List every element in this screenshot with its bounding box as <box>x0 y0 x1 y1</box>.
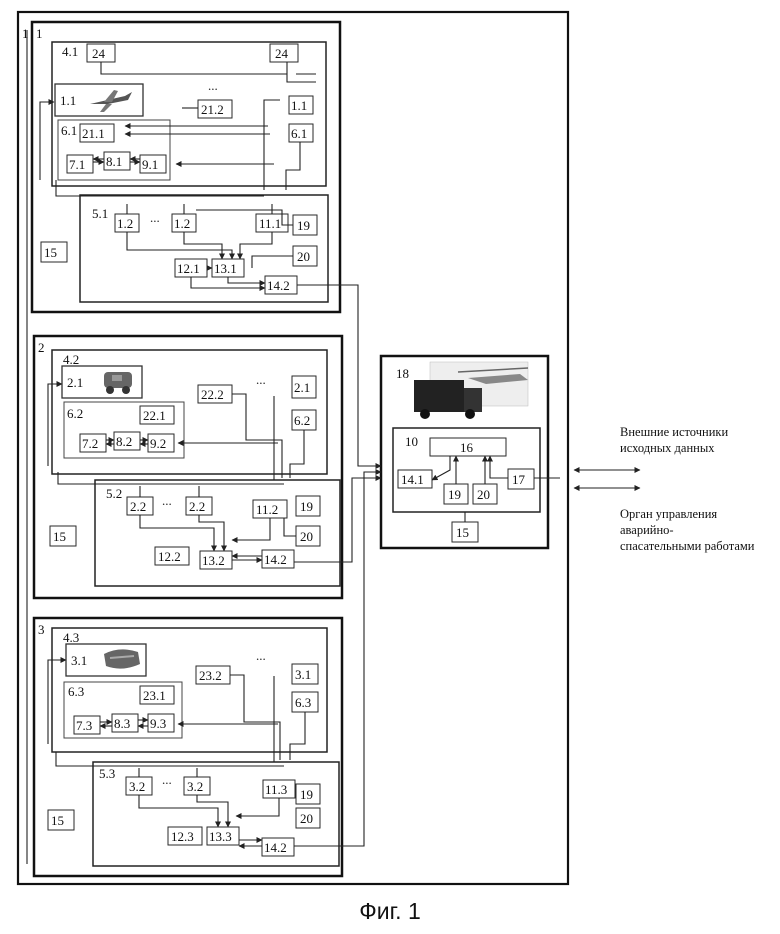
node-23-1-label: 23.1 <box>143 688 166 703</box>
external-sources-line1: Внешние источники <box>620 425 728 439</box>
node-21-2-label: 21.2 <box>201 102 224 117</box>
node-20-p1-label: 20 <box>297 249 310 264</box>
node-11-3-label: 11.3 <box>265 782 287 797</box>
node-7-2-label: 7.2 <box>82 436 98 451</box>
node-1-1-out-label: 1.1 <box>291 98 307 113</box>
node-12-3-label: 12.3 <box>171 829 194 844</box>
unit-4-2-label: 4.2 <box>63 352 79 367</box>
node-8-3-label: 8.3 <box>114 716 130 731</box>
node-1-2-mid-label: 1.2 <box>174 216 190 231</box>
node-24-left-label: 24 <box>92 46 106 61</box>
ellipsis-4: ... <box>162 493 172 508</box>
node-22-2-label: 22.2 <box>201 387 224 402</box>
group-6-3-label: 6.3 <box>68 684 84 699</box>
node-19-p3-label: 19 <box>300 787 313 802</box>
subsystem-1: 1 4.1 24 24 1.1 ... 21.2 1.1 6.1 6.1 21.… <box>32 22 340 312</box>
authority-line2: аварийно- <box>620 523 674 537</box>
node-19-ctrl-label: 19 <box>448 487 461 502</box>
unit-10-label: 10 <box>405 434 418 449</box>
control-head-label: 18 <box>396 366 409 381</box>
unit-5-1-label: 5.1 <box>92 206 108 221</box>
node-15-ctrl-label: 15 <box>456 525 469 540</box>
unit-4-1-label: 4.1 <box>62 44 78 59</box>
node-14-1-label: 14.1 <box>401 472 424 487</box>
node-20-ctrl-label: 20 <box>477 487 490 502</box>
subsystem-2: 2 4.2 2.1 ... 22.2 2.1 6.2 6.2 22.1 7.2 … <box>34 336 342 598</box>
node-15-p1-label: 15 <box>44 245 57 260</box>
group-6-2-label: 6.2 <box>67 406 83 421</box>
ellipsis-5: ... <box>256 648 266 663</box>
node-14-2-p2-label: 14.2 <box>264 552 287 567</box>
node-6-1-out-label: 6.1 <box>291 126 307 141</box>
node-11-1-label: 11.1 <box>259 216 281 231</box>
node-3-2-left-label: 3.2 <box>129 779 145 794</box>
truck-helicopter-icon <box>414 362 528 419</box>
node-21-1-label: 21.1 <box>82 126 105 141</box>
node-13-2-label: 13.2 <box>202 553 225 568</box>
node-7-1-label: 7.1 <box>69 157 85 172</box>
node-3-2-mid-label: 3.2 <box>187 779 203 794</box>
authority-line3: спасательными работами <box>620 539 755 553</box>
node-23-2-label: 23.2 <box>199 668 222 683</box>
node-8-1-label: 8.1 <box>106 154 122 169</box>
node-15-p3-label: 15 <box>51 813 64 828</box>
node-19-p2-label: 19 <box>300 499 313 514</box>
node-9-3-label: 9.3 <box>150 716 166 731</box>
subsystem-1-label: 1 <box>36 26 43 41</box>
node-16-label: 16 <box>460 440 474 455</box>
underwater-vehicle-icon <box>104 649 140 668</box>
external-sources-line2: исходных данных <box>620 441 715 455</box>
node-12-2-label: 12.2 <box>158 549 181 564</box>
node-19-p1-label: 19 <box>297 218 310 233</box>
node-8-2-label: 8.2 <box>116 434 132 449</box>
node-15-p2-label: 15 <box>53 529 66 544</box>
ellipsis-2: ... <box>150 210 160 225</box>
subsystem-3-label: 3 <box>38 622 45 637</box>
external-links <box>574 470 640 488</box>
subsystem-2-label: 2 <box>38 340 45 355</box>
node-6-2-out-label: 6.2 <box>294 413 310 428</box>
unit-4-3-label: 4.3 <box>63 630 79 645</box>
node-14-2-p1-label: 14.2 <box>267 278 290 293</box>
panel-2-connections <box>48 384 304 560</box>
authority-line1: Орган управления <box>620 507 717 521</box>
node-2-1-out-label: 2.1 <box>294 380 310 395</box>
vehicle-1-1-label: 1.1 <box>60 93 76 108</box>
ellipsis-1: ... <box>208 78 218 93</box>
node-22-1-label: 22.1 <box>143 408 166 423</box>
node-3-1-out-label: 3.1 <box>295 667 311 682</box>
node-24-right-label: 24 <box>275 46 289 61</box>
ellipsis-3: ... <box>256 372 266 387</box>
node-9-1-label: 9.1 <box>142 157 158 172</box>
figure-caption: Фиг. 1 <box>0 898 780 925</box>
node-12-1-label: 12.1 <box>177 261 200 276</box>
node-2-2-mid-label: 2.2 <box>189 499 205 514</box>
node-7-3-label: 7.3 <box>76 718 92 733</box>
node-13-3-label: 13.3 <box>209 829 232 844</box>
node-17-label: 17 <box>512 472 526 487</box>
node-2-2-left-label: 2.2 <box>130 499 146 514</box>
node-9-2-label: 9.2 <box>150 436 166 451</box>
ellipsis-6: ... <box>162 772 172 787</box>
unit-5-3-label: 5.3 <box>99 766 115 781</box>
node-1-2-left-label: 1.2 <box>117 216 133 231</box>
vehicle-2-1-label: 2.1 <box>67 375 83 390</box>
node-20-p2-label: 20 <box>300 529 313 544</box>
subsystem-3: 3 4.3 3.1 ... 23.2 3.1 6.3 6.3 23.1 7.3 … <box>34 618 342 876</box>
node-11-2-label: 11.2 <box>256 502 278 517</box>
node-13-1-label: 13.1 <box>214 261 237 276</box>
panel-3-connections <box>48 660 305 846</box>
group-6-1-label: 6.1 <box>61 123 77 138</box>
vehicle-3-1-label: 3.1 <box>71 653 87 668</box>
node-6-3-out-label: 6.3 <box>295 695 311 710</box>
node-20-p3-label: 20 <box>300 811 313 826</box>
control-center: 18 10 16 14.1 19 20 17 15 <box>381 356 560 548</box>
unit-5-2-label: 5.2 <box>106 486 122 501</box>
node-14-2-p3-label: 14.2 <box>264 840 287 855</box>
